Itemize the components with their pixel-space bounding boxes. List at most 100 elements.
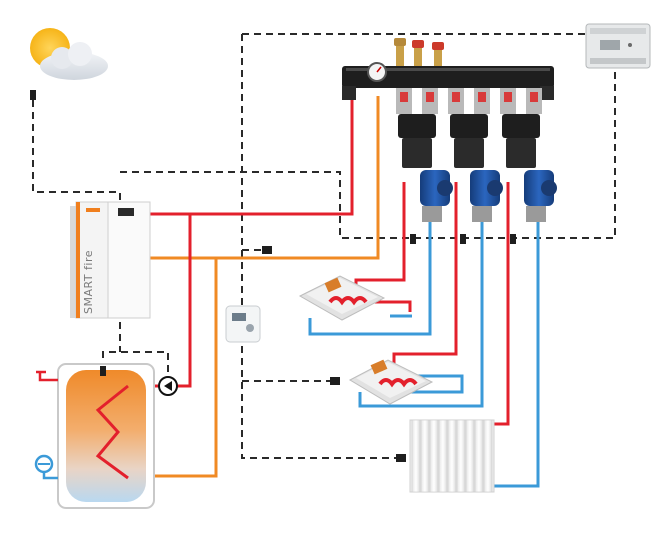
- pipe-red-circuit3: [494, 182, 510, 426]
- floor-manifold-box: [370, 359, 388, 375]
- radiator-fin: [474, 419, 484, 493]
- floor-slab-top: [306, 278, 378, 314]
- manifold-highlight: [346, 68, 550, 71]
- signal-line-weather: [32, 100, 121, 204]
- mixing-valve-actuator: [402, 138, 432, 168]
- valve-handle: [504, 92, 512, 102]
- thermostat-body: [225, 305, 261, 343]
- pipe-blue-circuit2: [358, 222, 484, 408]
- pump-flange: [422, 206, 442, 222]
- thermostat-knob: [246, 324, 254, 332]
- thermostat-screen: [232, 313, 246, 321]
- valve-handle: [400, 92, 408, 102]
- manifold-bar: [342, 66, 554, 88]
- pipe-blue-circuit3: [494, 222, 540, 488]
- controller-display: [600, 40, 620, 50]
- boiler-side-shadow: [70, 206, 80, 318]
- valve-handle: [452, 92, 460, 102]
- mixing-valve: [398, 114, 436, 138]
- signal-connector: [30, 90, 36, 100]
- floor-coil: [378, 378, 418, 388]
- pipe-orange-tank: [150, 258, 218, 478]
- cloud-puff: [51, 47, 73, 69]
- mixing-valves: [398, 114, 540, 168]
- pipe-blue-floor2-loop: [410, 374, 464, 394]
- boiler-logo-mark: [86, 208, 100, 212]
- pipe-red-circuit1: [354, 182, 406, 302]
- tank-sensor: [100, 366, 106, 376]
- signal-connector: [262, 246, 272, 254]
- pump-flange: [526, 206, 546, 222]
- air-vent-valves: [394, 38, 444, 66]
- boiler-body-left: [75, 201, 109, 319]
- controller-module-icon[interactable]: [585, 23, 651, 69]
- radiator-icon[interactable]: [409, 419, 495, 493]
- tank-heating-coil: [95, 384, 129, 480]
- circulation-pump-icon[interactable]: [158, 376, 178, 396]
- signal-line-boiler-bus: [120, 70, 616, 239]
- boiler-return-pipes: [150, 96, 380, 478]
- radiator-fin: [438, 419, 448, 493]
- pipe-red-main: [150, 96, 354, 216]
- valve-handle: [426, 92, 434, 102]
- radiator-fin: [465, 419, 475, 493]
- pump-flange: [472, 206, 492, 222]
- signal-connector: [330, 377, 340, 385]
- pump-body: [524, 170, 554, 206]
- manifold-bracket-right: [540, 86, 554, 100]
- valve-handle: [530, 92, 538, 102]
- pipe-red-tank: [176, 214, 192, 388]
- pump-cap: [541, 180, 557, 196]
- mixing-valve: [450, 114, 488, 138]
- radiator-fin: [411, 419, 421, 493]
- controller-led: [628, 43, 632, 47]
- radiator-fin: [456, 419, 466, 493]
- pump-body: [420, 170, 450, 206]
- floor-coil: [328, 296, 368, 306]
- manifold-assembly: [342, 38, 554, 168]
- vent-valve: [396, 44, 404, 66]
- pellet-boiler[interactable]: SMART fire: [70, 201, 151, 319]
- mixing-valve: [502, 114, 540, 138]
- vent-valve-cap: [432, 42, 444, 50]
- vent-valve: [434, 48, 442, 66]
- signal-connector: [460, 234, 466, 244]
- circuit-valves: [396, 88, 542, 114]
- radiator-fins: [411, 419, 493, 493]
- mixing-valve-actuator: [506, 138, 536, 168]
- signal-connectors: [30, 90, 516, 462]
- vent-valve-cap: [412, 40, 424, 48]
- pump-body: [470, 170, 500, 206]
- boiler-label: SMART fire: [82, 250, 95, 314]
- radiator-fin: [483, 419, 493, 493]
- outlet-pipe: [36, 370, 58, 382]
- pipe-blue-circuit1: [308, 222, 432, 336]
- controller-terminals: [590, 58, 646, 64]
- radiator-fin: [420, 419, 430, 493]
- tank-inner: [66, 370, 146, 502]
- pipe-orange-main: [150, 96, 380, 260]
- pipe-red-circuit2: [392, 182, 458, 368]
- controller-top-strip: [590, 28, 646, 34]
- circulation-pump-icon[interactable]: [420, 170, 453, 222]
- circulation-pump-icon[interactable]: [470, 170, 503, 222]
- pressure-gauge-icon: [367, 62, 387, 82]
- boiler-display: [118, 208, 134, 216]
- vent-valve: [414, 46, 422, 66]
- floor-heating-icon[interactable]: [348, 359, 434, 405]
- boiler-accent-stripe: [76, 202, 80, 318]
- pump-cap: [437, 180, 453, 196]
- cloud-puff: [68, 42, 92, 66]
- circulation-pump-icon[interactable]: [524, 170, 557, 222]
- signal-line-tank: [102, 351, 169, 372]
- vent-valve-cap: [394, 38, 406, 46]
- room-thermostat-icon[interactable]: [225, 305, 261, 343]
- radiator-fin: [447, 419, 457, 493]
- tank-pump-arrow: [164, 381, 172, 391]
- hot-water-outlet: [36, 370, 58, 382]
- hot-water-tank[interactable]: [57, 363, 155, 509]
- floor-heating-icon[interactable]: [298, 275, 386, 321]
- manifold-bracket-left: [342, 86, 356, 100]
- circulation-pumps: [420, 170, 557, 222]
